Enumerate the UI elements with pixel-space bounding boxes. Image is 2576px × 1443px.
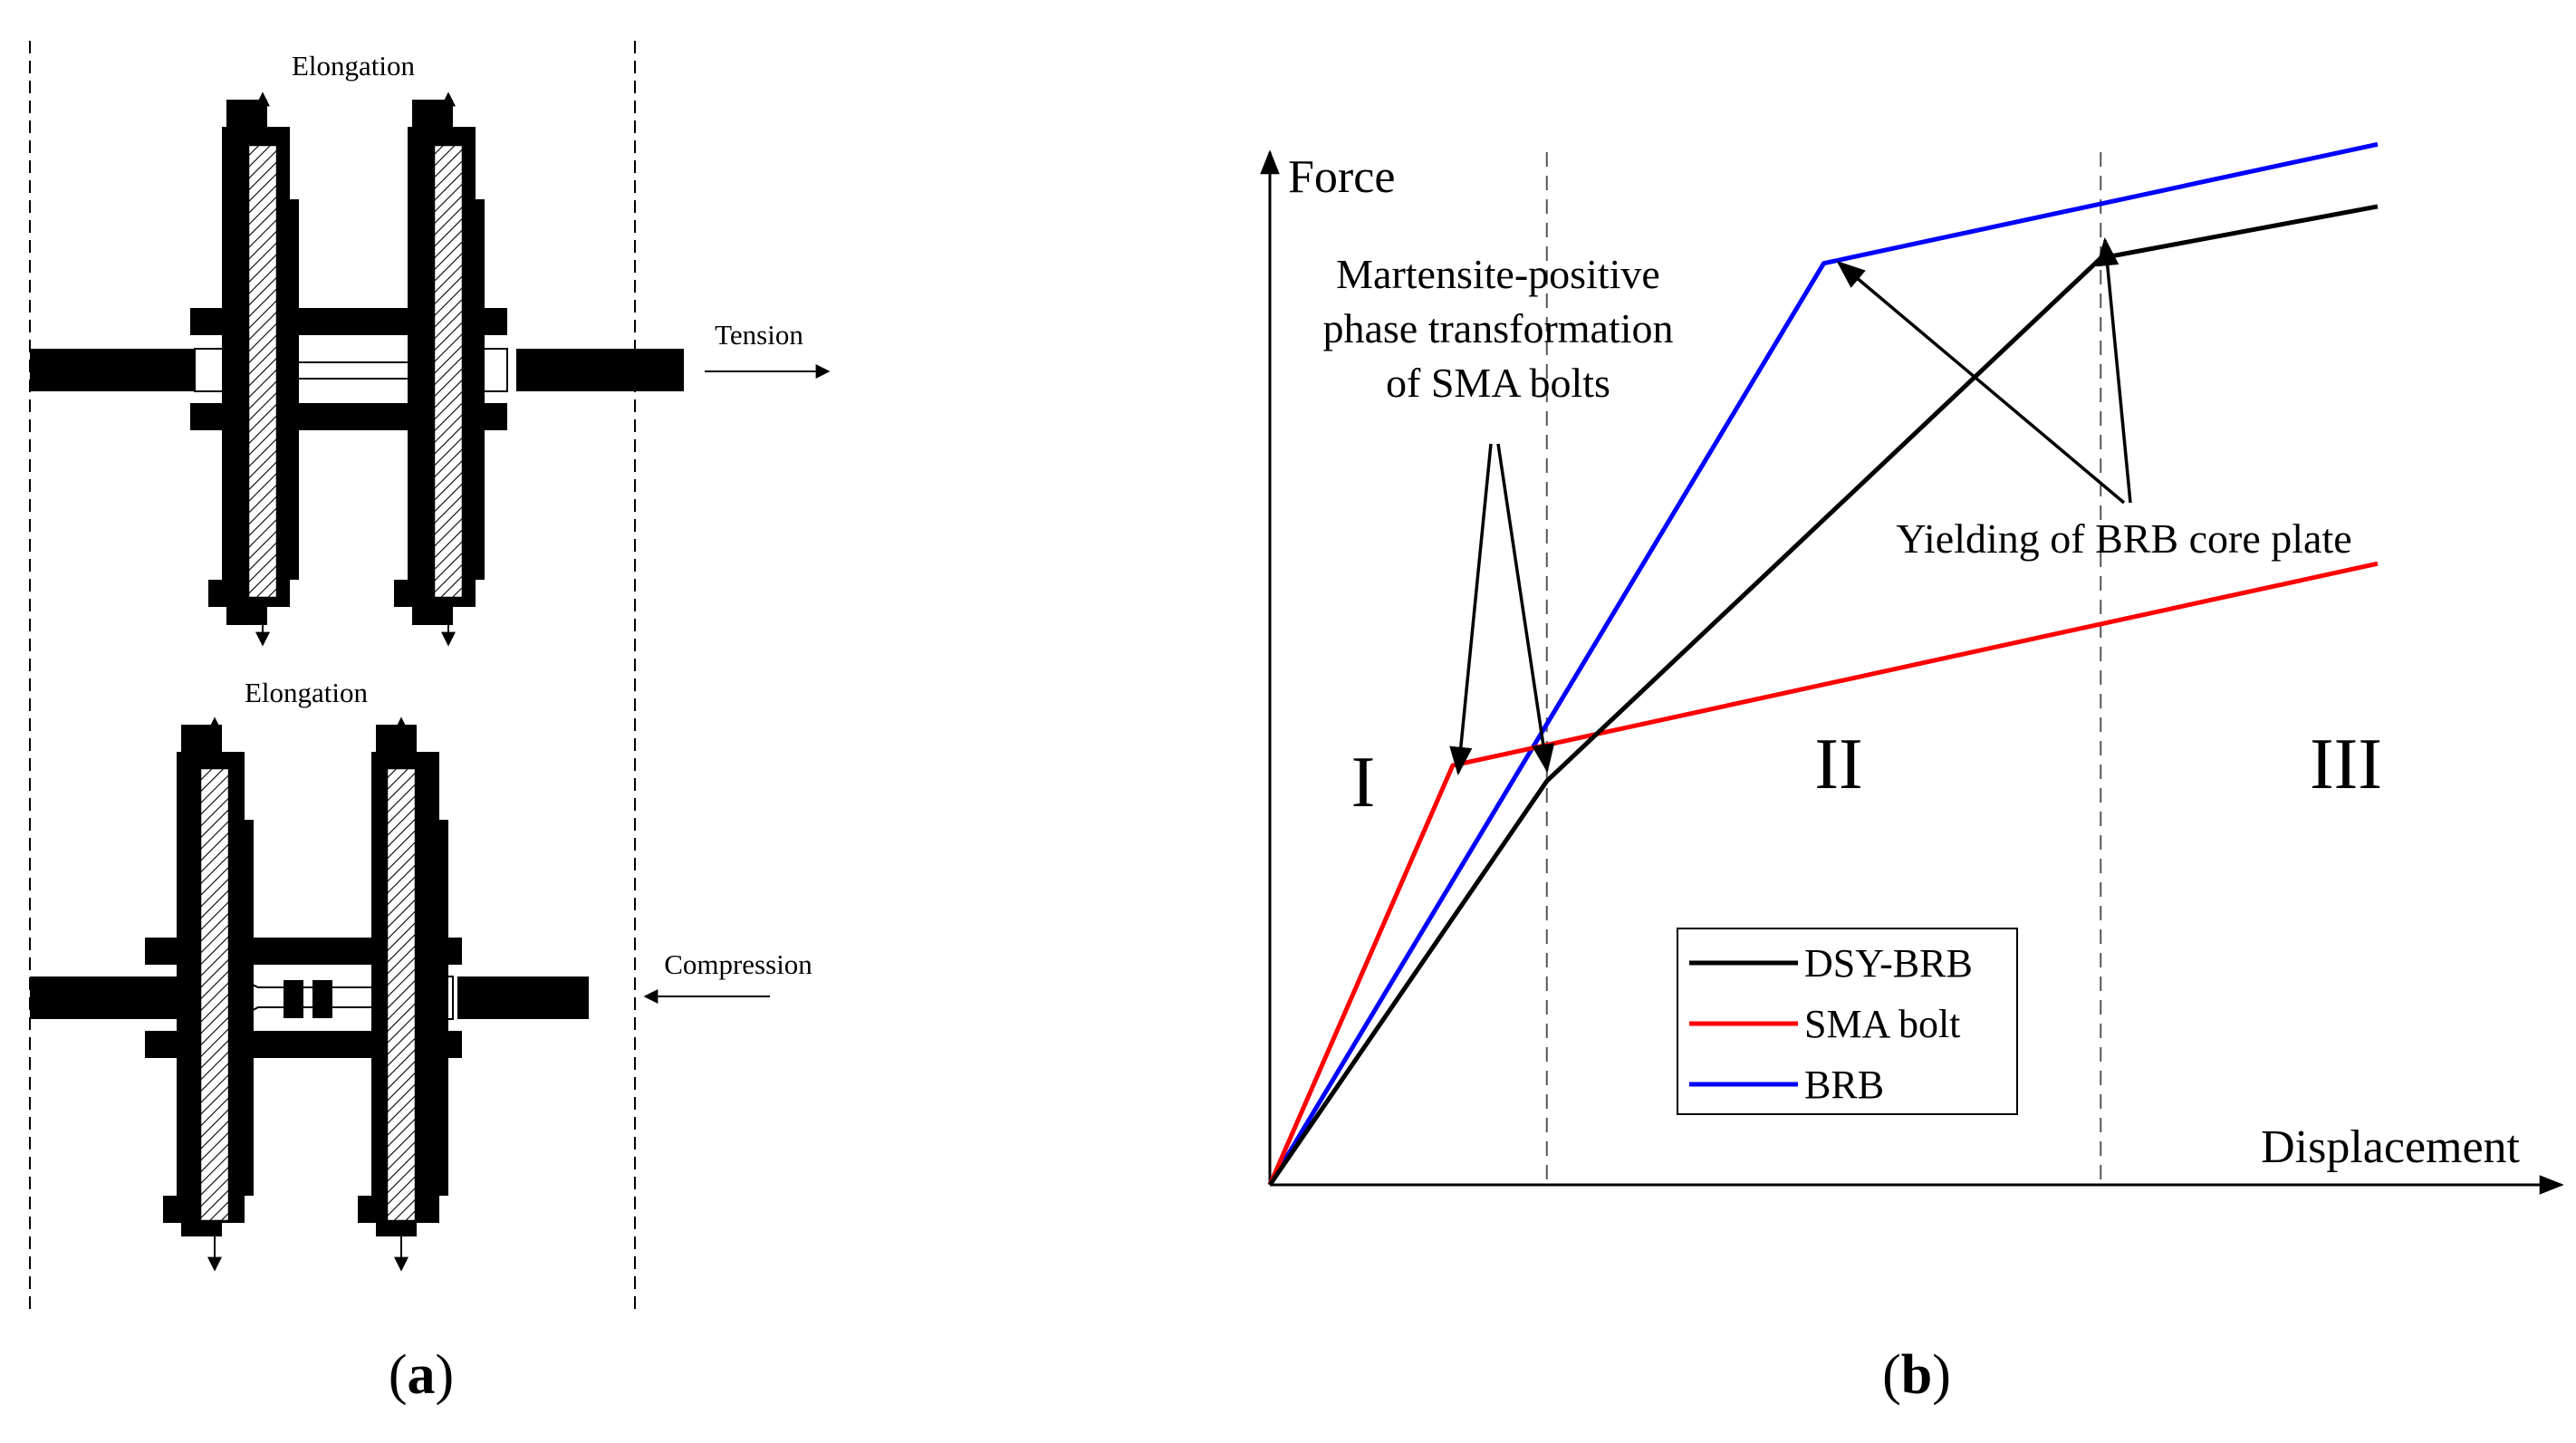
series-line-dsy-brb bbox=[1267, 204, 2379, 1187]
annotation-sma-line-3: of SMA bolts bbox=[1386, 360, 1610, 406]
annotation-sma-phase-transformation: Martensite-positive phase transformation… bbox=[1322, 251, 1674, 776]
panel-b-letter: b bbox=[1901, 1344, 1932, 1406]
legend-label-brb: BRB bbox=[1804, 1063, 1884, 1107]
annotation-brb-arrow-1 bbox=[1836, 260, 2126, 505]
core-plate-block-right bbox=[312, 980, 332, 1018]
region-label-1: I bbox=[1351, 743, 1376, 823]
panel-b: Force Displacement I II III Martensite-p… bbox=[1260, 141, 2564, 1406]
sma-bolt-right bbox=[432, 143, 465, 600]
legend: DSY-BRB SMA bolt BRB bbox=[1677, 928, 2018, 1115]
region-label-2: II bbox=[1814, 725, 1862, 804]
compression-assembly bbox=[30, 717, 770, 1272]
label-compression: Compression bbox=[664, 948, 812, 980]
sma-bolt-right bbox=[385, 766, 418, 1223]
panel-a-caption: (a) bbox=[389, 1344, 454, 1406]
annotation-sma-arrow-2 bbox=[1496, 443, 1555, 774]
y-axis-label: Force bbox=[1288, 151, 1395, 203]
x-axis-label: Displacement bbox=[2261, 1121, 2520, 1173]
annotation-sma-line-1: Martensite-positive bbox=[1336, 251, 1660, 297]
series-line-brb bbox=[1267, 141, 2379, 1187]
sma-bolt-left bbox=[246, 143, 279, 600]
right-plate bbox=[457, 976, 589, 1019]
annotation-sma-line-2: phase transformation bbox=[1322, 305, 1673, 351]
annotation-brb-text: Yielding of BRB core plate bbox=[1896, 515, 2351, 562]
core-plate-block-left bbox=[284, 980, 303, 1018]
region-label-3: III bbox=[2310, 725, 2382, 804]
right-plate bbox=[516, 349, 684, 391]
tension-assembly bbox=[30, 91, 831, 647]
annotation-brb-yielding: Yielding of BRB core plate bbox=[1836, 236, 2352, 562]
panel-b-caption: (b) bbox=[1882, 1344, 1951, 1406]
panel-a: Elongation Tension Elongation Compressio… bbox=[29, 41, 831, 1406]
annotation-sma-arrow-1 bbox=[1449, 443, 1493, 776]
sma-bolt-left bbox=[198, 766, 231, 1223]
legend-label-dsy-brb: DSY-BRB bbox=[1804, 941, 1973, 986]
label-elongation-top: Elongation bbox=[292, 50, 416, 82]
panel-a-letter: a bbox=[408, 1344, 436, 1406]
legend-label-sma-bolt: SMA bolt bbox=[1804, 1002, 1960, 1046]
annotation-brb-arrow-2 bbox=[2096, 236, 2132, 504]
label-tension: Tension bbox=[715, 319, 803, 351]
label-elongation-bottom: Elongation bbox=[245, 677, 369, 708]
